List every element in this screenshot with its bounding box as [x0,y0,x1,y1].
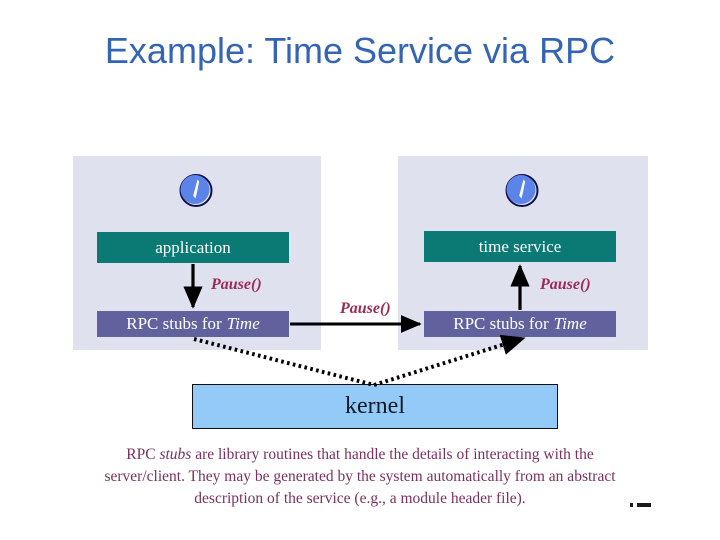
edge-label-pause-middle: Pause() [340,300,391,317]
box-rpc-stubs-client: RPC stubs for Time [97,311,289,337]
box-time-service-label: time service [478,236,562,256]
box-rpc-stubs-server-label-italic: Time [553,314,587,333]
caption-italic: stubs [159,446,192,463]
clock-icon [503,171,541,209]
caption-rest: are library routines that handle the det… [104,446,616,508]
page-title: Example: Time Service via RPC [104,30,616,71]
box-application: application [97,232,289,263]
box-rpc-stubs-server-label: RPC stubs for [453,314,549,333]
artifact-dash [637,503,651,507]
caption-prefix: RPC [126,446,160,463]
box-kernel: kernel [192,384,558,429]
box-time-service: time service [424,231,616,262]
clock-icon [177,171,215,209]
box-rpc-stubs-client-label: RPC stubs for [126,314,222,333]
box-rpc-stubs-server: RPC stubs for Time [424,311,616,337]
artifact-dot [630,503,633,507]
page-artifact-mark [630,503,652,507]
box-kernel-label: kernel [345,393,405,419]
box-rpc-stubs-client-label-italic: Time [226,314,260,333]
edge-label-pause-server: Pause() [540,276,591,293]
caption-text: RPC stubs are library routines that hand… [92,444,628,510]
edge-label-pause-client: Pause() [211,276,262,293]
box-application-label: application [155,237,231,257]
